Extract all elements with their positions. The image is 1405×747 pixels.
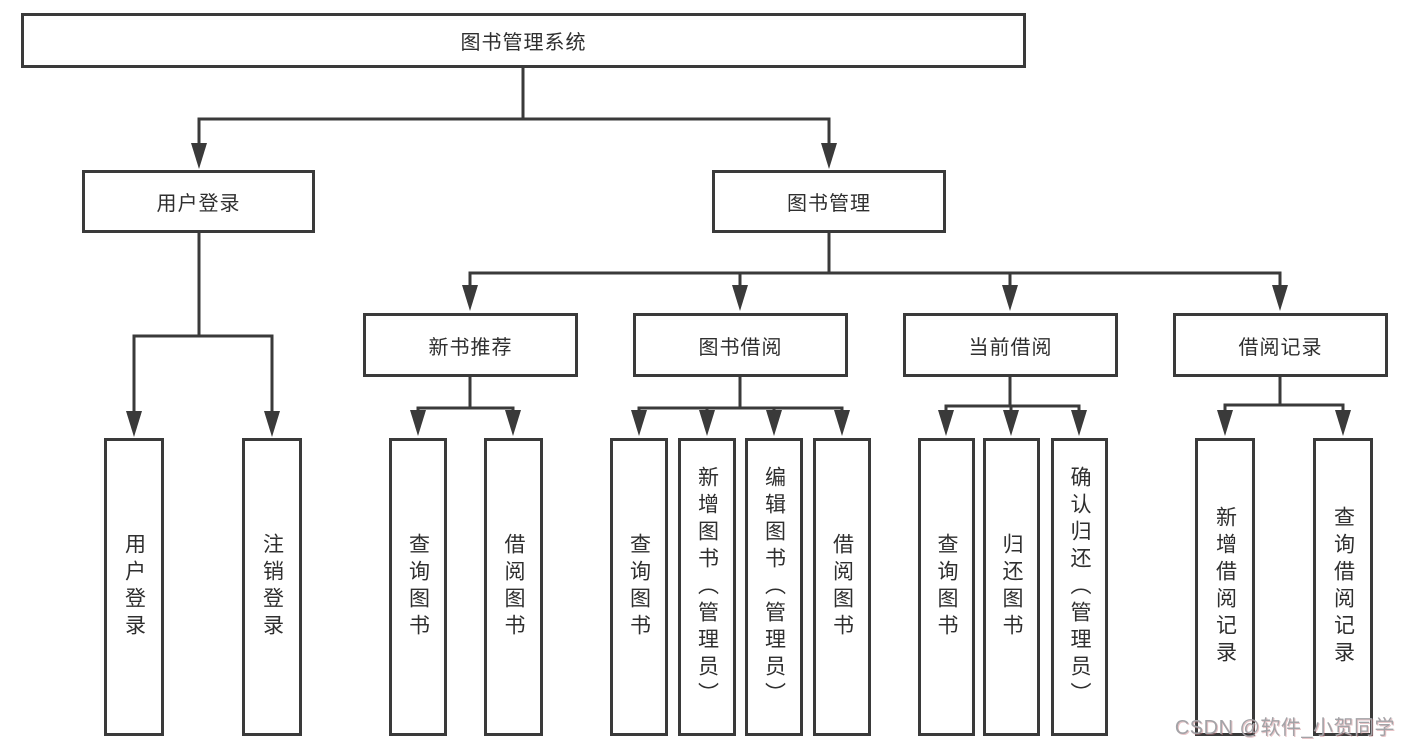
- leaf-add-borrow-record: 新增借阅记录: [1195, 438, 1255, 736]
- leaf-recommend-borrow-books: 借阅图书: [484, 438, 543, 736]
- csdn-watermark: CSDN @软件_小贺同学: [1174, 717, 1395, 739]
- leaf-add-borrow-record-label: 新增借阅记录: [1213, 506, 1237, 668]
- node-book-borrowing-label: 图书借阅: [698, 336, 783, 359]
- leaf-recommend-query-books: 查询图书: [389, 438, 447, 736]
- node-current-borrowing: 当前借阅: [903, 313, 1118, 377]
- leaf-return-books-label: 归还图书: [1000, 533, 1023, 641]
- leaf-borrowing-borrow-books: 借阅图书: [813, 438, 871, 736]
- leaf-edit-books-admin-label: 编辑图书（管理员）: [762, 465, 786, 709]
- leaf-current-query-books: 查询图书: [918, 438, 975, 736]
- leaf-user-login-label: 用户登录: [122, 533, 146, 641]
- node-book-management: 图书管理: [712, 170, 946, 233]
- leaf-confirm-return-admin-label: 确认归还（管理员）: [1068, 465, 1091, 709]
- leaf-logout: 注销登录: [242, 438, 302, 736]
- leaf-add-books-admin: 新增图书（管理员）: [678, 438, 736, 736]
- node-user-login-label: 用户登录: [156, 193, 241, 215]
- leaf-confirm-return-admin: 确认归还（管理员）: [1051, 438, 1108, 736]
- node-book-borrowing: 图书借阅: [633, 313, 848, 377]
- leaf-borrowing-query-books: 查询图书: [610, 438, 668, 736]
- leaf-logout-label: 注销登录: [260, 533, 284, 641]
- node-user-login: 用户登录: [82, 170, 315, 233]
- node-root-system: 图书管理系统: [21, 13, 1026, 68]
- node-root-system-label: 图书管理系统: [460, 32, 587, 54]
- node-book-management-label: 图书管理: [787, 193, 871, 215]
- leaf-query-borrow-record-label: 查询借阅记录: [1331, 506, 1355, 668]
- node-borrowing-records: 借阅记录: [1173, 313, 1388, 377]
- leaf-borrowing-borrow-books-label: 借阅图书: [830, 533, 854, 641]
- node-current-borrowing-label: 当前借阅: [968, 336, 1053, 359]
- leaf-add-books-admin-label: 新增图书（管理员）: [695, 465, 719, 709]
- leaf-recommend-borrow-books-label: 借阅图书: [502, 533, 525, 641]
- leaf-edit-books-admin: 编辑图书（管理员）: [745, 438, 803, 736]
- node-new-book-recommend-label: 新书推荐: [428, 336, 513, 359]
- leaf-return-books: 归还图书: [983, 438, 1040, 736]
- node-new-book-recommend: 新书推荐: [363, 313, 578, 377]
- leaf-user-login: 用户登录: [104, 438, 164, 736]
- leaf-current-query-books-label: 查询图书: [935, 533, 958, 641]
- node-borrowing-records-label: 借阅记录: [1238, 336, 1323, 359]
- leaf-query-borrow-record: 查询借阅记录: [1313, 438, 1373, 736]
- leaf-recommend-query-books-label: 查询图书: [406, 533, 430, 641]
- leaf-borrowing-query-books-label: 查询图书: [627, 533, 651, 641]
